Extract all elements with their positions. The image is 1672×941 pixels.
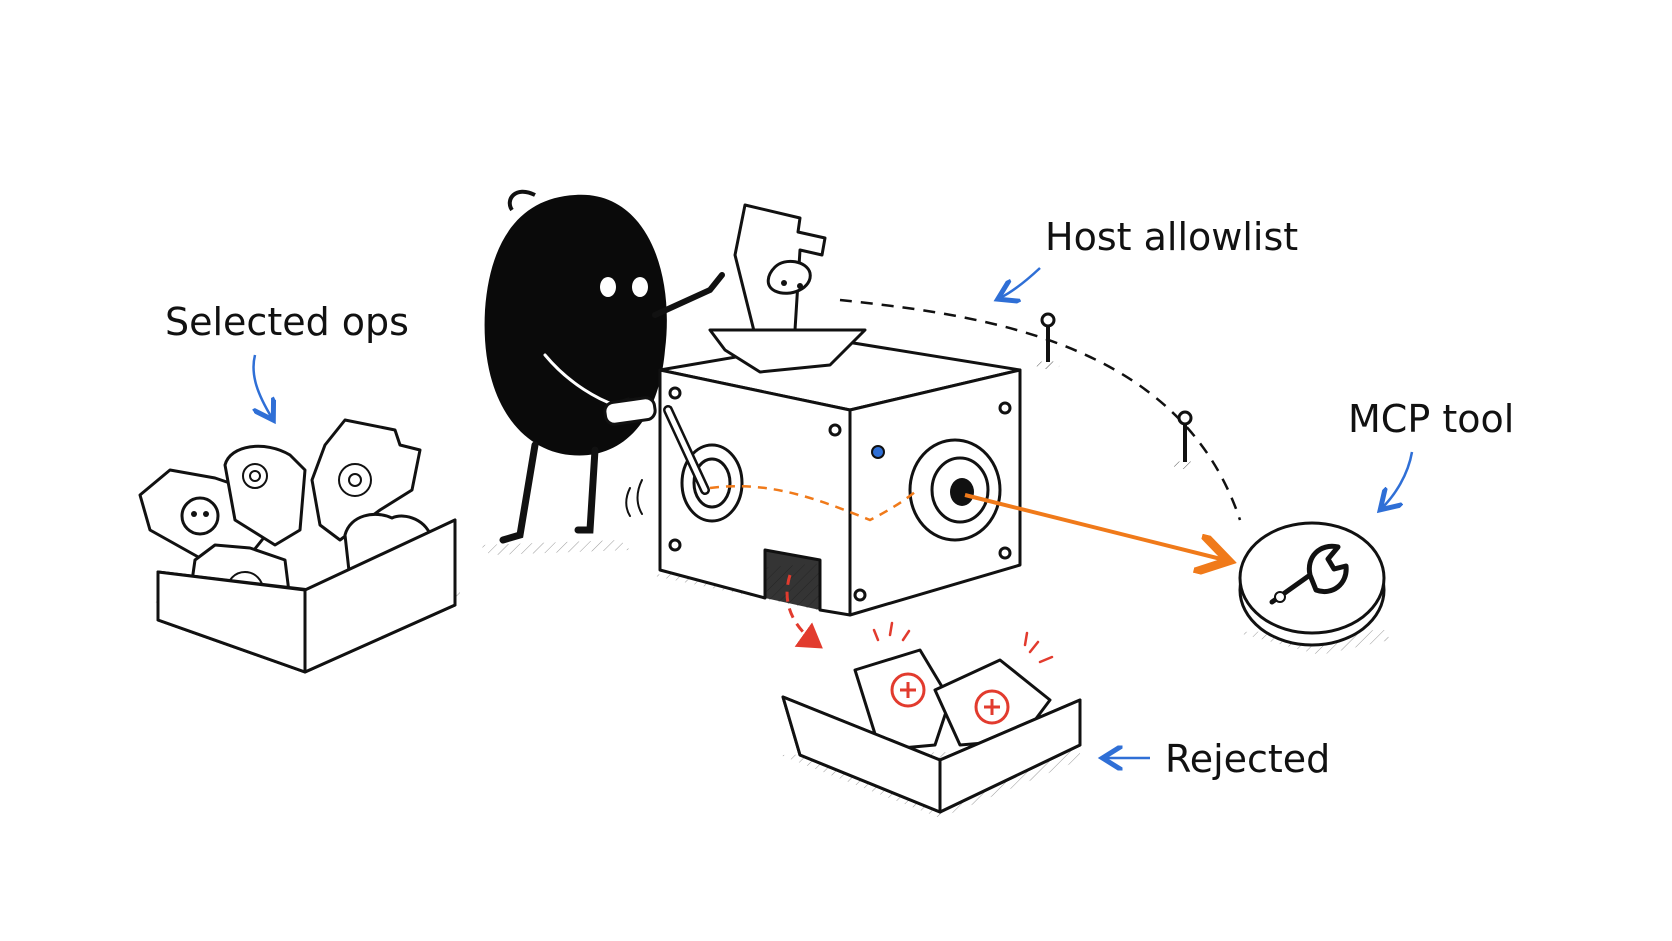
rejected-card-1 [853, 648, 952, 752]
internal-flow-path [709, 484, 916, 522]
allowlist-boundary [839, 298, 1242, 521]
accepted-arrow [964, 493, 1225, 560]
host-allowlist-arrow [1000, 267, 1041, 298]
crank-handle [603, 396, 657, 426]
crank-filter-machine [603, 338, 1022, 617]
selected-ops-label: Selected ops [165, 300, 409, 344]
rejected-arrow [785, 574, 823, 649]
indicator-light [871, 445, 885, 459]
mcp-tool-label: MCP tool [1348, 397, 1514, 441]
mcp-tool-coin [1235, 521, 1390, 655]
op-piece-gear-left [223, 444, 307, 547]
allowlist-post-1 [1036, 312, 1060, 369]
mcp-tool-arrow [1382, 451, 1414, 508]
selected-ops-box [138, 418, 460, 674]
input-hopper [708, 203, 867, 374]
selected-ops-arrow [254, 354, 272, 418]
allowlist-post-2 [1173, 410, 1197, 469]
wrench-icon [1269, 543, 1349, 605]
rejected-tray [780, 621, 1082, 818]
host-allowlist-label: Host allowlist [1045, 215, 1298, 259]
rejected-label: Rejected [1165, 737, 1330, 781]
op-piece-gear-right [310, 418, 422, 542]
